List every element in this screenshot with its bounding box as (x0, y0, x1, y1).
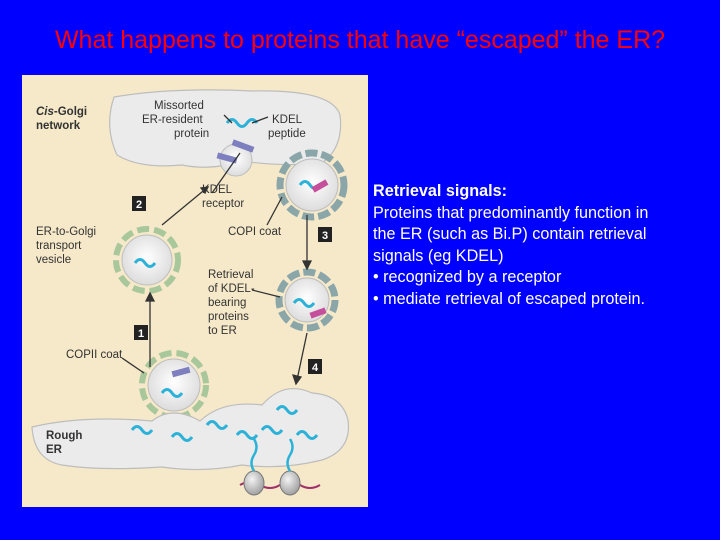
retrieval-signals-text: Retrieval signals: Proteins that predomi… (373, 181, 718, 310)
transport-vesicle (121, 234, 173, 286)
label-missorted-3: protein (174, 128, 209, 140)
kdel-receptor-copi (309, 307, 327, 319)
er-protein-6 (295, 430, 319, 440)
label-copi-coat: COPI coat (228, 226, 282, 238)
protein-transport (133, 258, 157, 268)
kdel-receptor-copii (171, 366, 191, 378)
arrow-step3-head (301, 260, 313, 271)
pointer-retrieval (251, 289, 281, 298)
label-retrieval-5: to ER (208, 325, 237, 337)
step-2-label: 2 (136, 199, 142, 211)
label-missorted-2: ER-resident (142, 114, 204, 126)
pointer-copi-coat (266, 196, 283, 226)
arrow-step4 (296, 332, 308, 381)
text-line-2: the ER (such as Bi.P) contain retrieval (373, 225, 647, 243)
protein-copi-vesicle (292, 298, 316, 308)
step-2-box (132, 196, 146, 211)
kdel-retrieval-diagram: 2 3 1 4 Cis-Golgi network Missorted ER-r… (22, 75, 368, 507)
step-1-box (134, 325, 148, 340)
step-3-box (318, 227, 332, 242)
label-retrieval-3: bearing (208, 297, 246, 309)
label-retrieval-2: of KDEL- (208, 283, 255, 295)
label-kdel-receptor-2: receptor (202, 198, 244, 210)
er-protein-3 (205, 420, 229, 430)
er-protein-7 (275, 405, 299, 415)
protein-missorted (225, 118, 259, 128)
pointer-copii-coat (121, 357, 145, 374)
text-heading: Retrieval signals: (373, 182, 508, 200)
ribosome-1 (243, 470, 265, 496)
label-cis-golgi-network: network (36, 120, 81, 132)
label-kdel-peptide-1: KDEL (272, 114, 303, 126)
label-retrieval-1: Retrieval (208, 269, 253, 281)
er-protein-1 (130, 425, 154, 435)
label-rough-er-1: Rough (46, 430, 82, 442)
label-retrieval-4: proteins (208, 311, 249, 323)
protein-copii-bud (160, 388, 184, 398)
copii-bud-vesicle (147, 358, 201, 412)
slide-title: What happens to proteins that have “esca… (54, 26, 666, 54)
label-kdel-peptide-2: peptide (268, 128, 306, 140)
er-protein-5 (260, 425, 284, 435)
nascent-chain-1 (250, 438, 258, 472)
step-4-label: 4 (312, 362, 319, 374)
text-line-1: Proteins that predominantly function in (373, 203, 649, 222)
pointer-kdel-peptide (251, 116, 269, 124)
label-rough-er-2: ER (46, 444, 63, 456)
label-kdel-receptor-1: KDEL (202, 184, 233, 196)
label-transport-2: transport (36, 240, 82, 252)
kdel-receptor-bud (311, 179, 329, 193)
er-protein-4 (235, 430, 259, 440)
er-protein-2 (170, 432, 194, 442)
label-cis-golgi: Cis-Golgi (36, 106, 87, 118)
text-line-3: signals (eg KDEL) (373, 246, 504, 265)
step-3-label: 3 (322, 230, 328, 242)
text-line-4: • recognized by a receptor (373, 268, 562, 286)
ribosome-2 (279, 470, 301, 496)
pointer-kdel-receptor (211, 152, 241, 194)
rough-er-membrane (31, 387, 350, 471)
step-1-label: 1 (138, 328, 144, 340)
golgi-bud-vesicle (285, 158, 339, 212)
arrow-step1-head (144, 291, 156, 302)
copi-vesicle-middle-coat (275, 268, 339, 332)
arrow-step2 (161, 186, 209, 226)
label-transport-1: ER-to-Golgi (36, 226, 96, 238)
arrow-step4-head (292, 374, 303, 386)
kdel-receptor-golgi (231, 139, 255, 153)
nascent-chain-2 (286, 438, 294, 472)
label-copii-coat: COPII coat (66, 349, 123, 361)
step-4-box (308, 359, 322, 374)
arrow-step2-head (199, 186, 210, 195)
kdel-receptor-vesicle (216, 152, 238, 164)
label-missorted-1: Missorted (154, 100, 204, 112)
transport-vesicle-coat (113, 226, 181, 294)
label-transport-3: vesicle (36, 254, 71, 266)
copi-vesicle-middle (284, 277, 330, 323)
golgi-bud-copi-coat (276, 149, 348, 221)
copii-bud-coat (139, 350, 209, 420)
pointer-missorted (223, 114, 233, 124)
text-line-5: • mediate retrieval of escaped protein. (373, 289, 646, 308)
